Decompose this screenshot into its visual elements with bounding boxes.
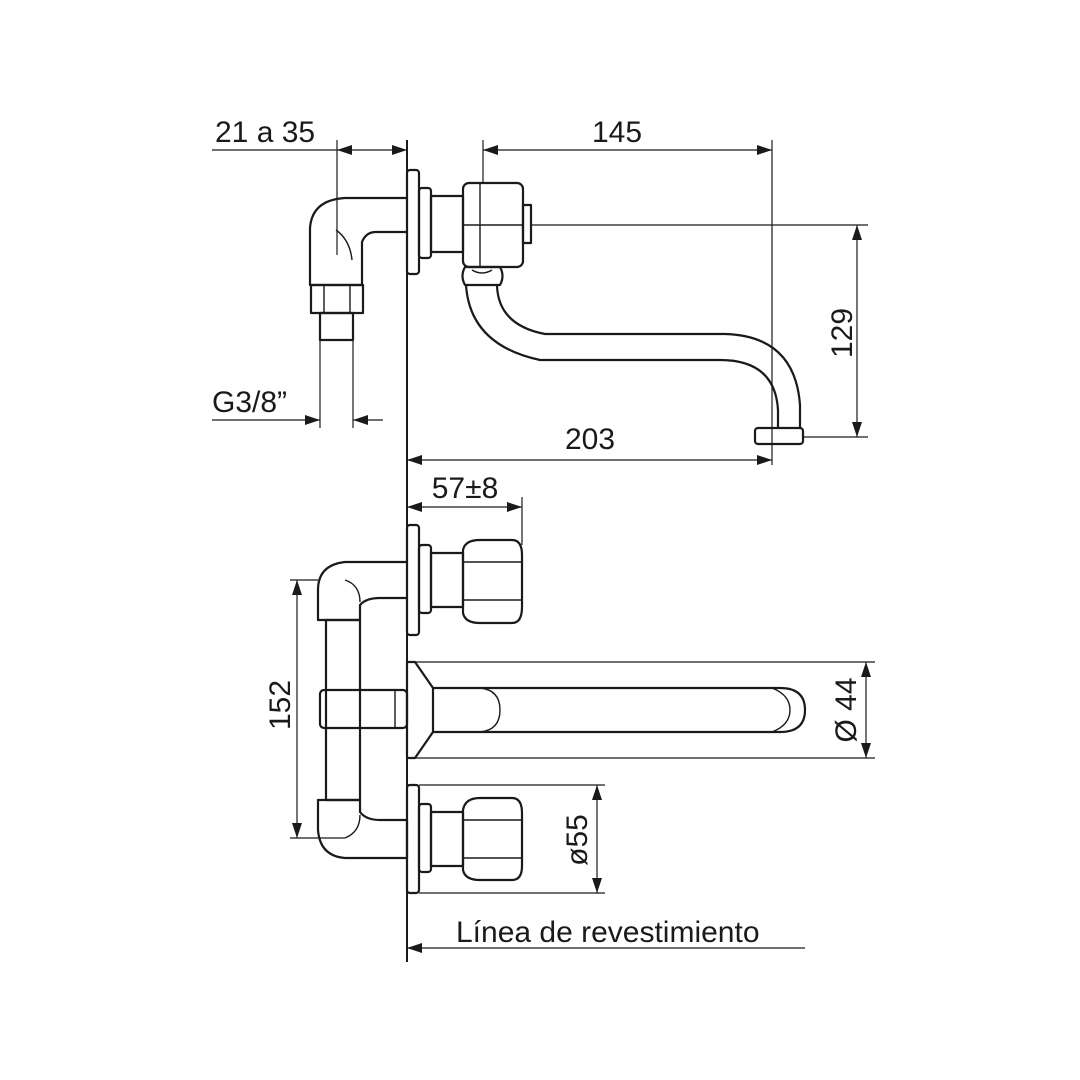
wall-flange [405, 168, 421, 276]
label-spout-diameter: Ø 44 [830, 677, 863, 742]
plan-view [316, 523, 807, 895]
center-connector [318, 688, 409, 730]
label-spout-reach-total: 203 [565, 423, 615, 456]
lower-flange [405, 783, 421, 895]
hex-nut [309, 283, 365, 315]
upper-elbow [316, 560, 409, 622]
spout-base [405, 660, 435, 760]
label-spout-reach-top: 145 [592, 116, 642, 149]
upper-handle [461, 538, 524, 625]
label-thread: G3/8” [212, 386, 287, 419]
dimension-lines [212, 140, 875, 953]
upper-flange [405, 523, 421, 637]
elbow-connector [308, 196, 409, 287]
lower-elbow [316, 798, 409, 860]
swivel-nut [461, 265, 504, 287]
lower-handle [461, 796, 524, 882]
side-view [308, 168, 805, 446]
vertical-connector [324, 618, 362, 802]
label-spout-height: 129 [826, 308, 859, 358]
label-wall-depth: 21 a 35 [215, 116, 315, 149]
curved-spout [464, 283, 780, 430]
label-rosette-diameter: ø55 [561, 814, 594, 866]
label-handle-projection: 57±8 [432, 472, 499, 505]
spout-aerator [753, 426, 805, 446]
threaded-pipe [318, 311, 355, 342]
label-wall-line: Línea de revestimiento [456, 916, 760, 949]
dimension-labels: 21 a 35 145 129 G3/8” 203 57±8 152 Ø 44 … [212, 116, 863, 949]
label-center-distance: 152 [264, 680, 297, 730]
spout-tube [431, 686, 807, 734]
